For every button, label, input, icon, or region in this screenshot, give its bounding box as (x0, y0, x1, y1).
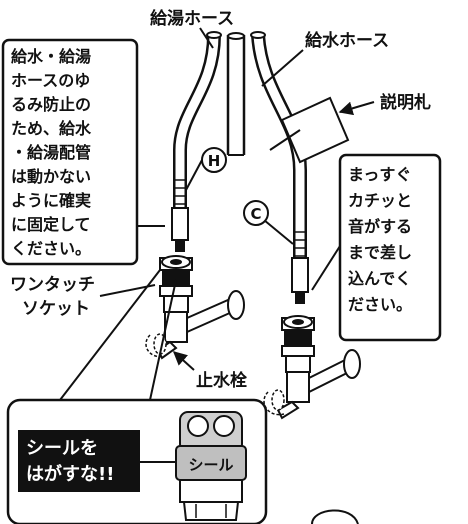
cold-hose-label: 給水ホース (305, 30, 389, 51)
hot-marker-letter: H (208, 152, 221, 170)
left-note-box: 給水・給湯 ホースのゆ るみ防止の ため、給水 ・給湯配管 は動かない ように確… (1, 38, 139, 266)
hot-marker: H (185, 147, 227, 191)
right-note-line: カチッと (348, 191, 412, 210)
cold-marker-letter: C (250, 205, 261, 223)
left-valve-assembly (145, 255, 245, 360)
right-valve-assembly (263, 315, 361, 420)
right-note-box: まっすぐ カチッと 音がする まで差し 込んでく ださい。 (338, 153, 442, 342)
right-note-line: 音がする (348, 217, 412, 236)
left-note-line: ・給湯配管 (11, 143, 91, 162)
cold-marker: C (243, 200, 294, 245)
cold-hose-leader (261, 49, 304, 87)
socket-label-line1: ワンタッチ (10, 275, 95, 295)
left-note-line: ホースのゆ (11, 71, 90, 90)
hot-hose-leader (199, 27, 214, 49)
stop-valve-arrow (172, 351, 195, 371)
manual-tag-arrow (338, 101, 375, 116)
left-note-line: に固定して (11, 215, 91, 234)
cold-water-hose (250, 31, 309, 304)
socket-closeup: シール (175, 411, 247, 521)
right-note-line: ださい。 (348, 295, 412, 314)
stop-valve-label: 止水栓 (196, 370, 247, 391)
callout-pointer-left (59, 269, 161, 401)
hot-hose-label: 給湯ホース (150, 8, 234, 29)
next-figure-edge (311, 509, 359, 524)
hot-water-hose (171, 31, 222, 252)
right-note-line: まで差し (348, 243, 412, 262)
instruction-tag (269, 96, 350, 164)
left-note-line: ください。 (11, 239, 91, 258)
seal-warning-line2: はがすな!! (26, 463, 114, 485)
right-note-line: まっすぐ (348, 165, 411, 184)
right-note-leader (311, 245, 341, 291)
manual-tag-label: 説明札 (380, 92, 431, 113)
callout-pointer-right (149, 279, 177, 401)
right-note-line: 込んでく (348, 269, 411, 288)
socket-label-line2: ソケット (22, 299, 90, 319)
seal-warning-label: シールを はがすな!! (18, 430, 140, 492)
seal-warning-line1: シールを (26, 438, 98, 459)
left-note-line: 給水・給湯 (11, 47, 91, 66)
left-note-line: ため、給水 (11, 119, 92, 138)
left-note-line: は動かない (11, 167, 91, 186)
left-note-line: るみ防止の (11, 95, 91, 114)
seal-label: シール (188, 456, 233, 474)
vertical-pipe (226, 32, 246, 156)
left-note-line: ように確実 (11, 191, 91, 210)
